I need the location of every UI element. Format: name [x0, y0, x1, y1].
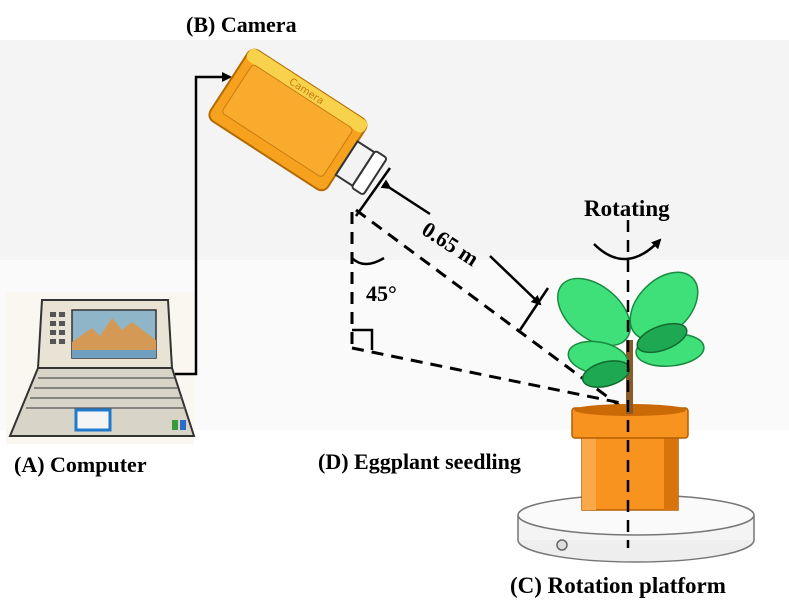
seedling-icon — [556, 271, 705, 414]
pot-icon — [571, 404, 689, 511]
seedling-label: (D) Eggplant seedling — [318, 449, 521, 474]
rotating-label: Rotating — [584, 196, 670, 221]
rotating-arrow — [593, 238, 662, 261]
camera-icon: Camera — [208, 48, 387, 195]
camera-label: (B) Camera — [186, 12, 297, 37]
computer-label: (A) Computer — [14, 452, 147, 477]
laptop-icon — [6, 292, 196, 444]
angle-arc — [351, 256, 385, 266]
turntable-icon — [517, 494, 755, 563]
angle-label: 45° — [366, 281, 397, 306]
cable-line — [175, 72, 232, 376]
distance-indicator — [354, 167, 550, 331]
background-band — [0, 40, 789, 260]
platform-label: (C) Rotation platform — [510, 573, 726, 598]
right-angle-mark — [352, 328, 374, 350]
